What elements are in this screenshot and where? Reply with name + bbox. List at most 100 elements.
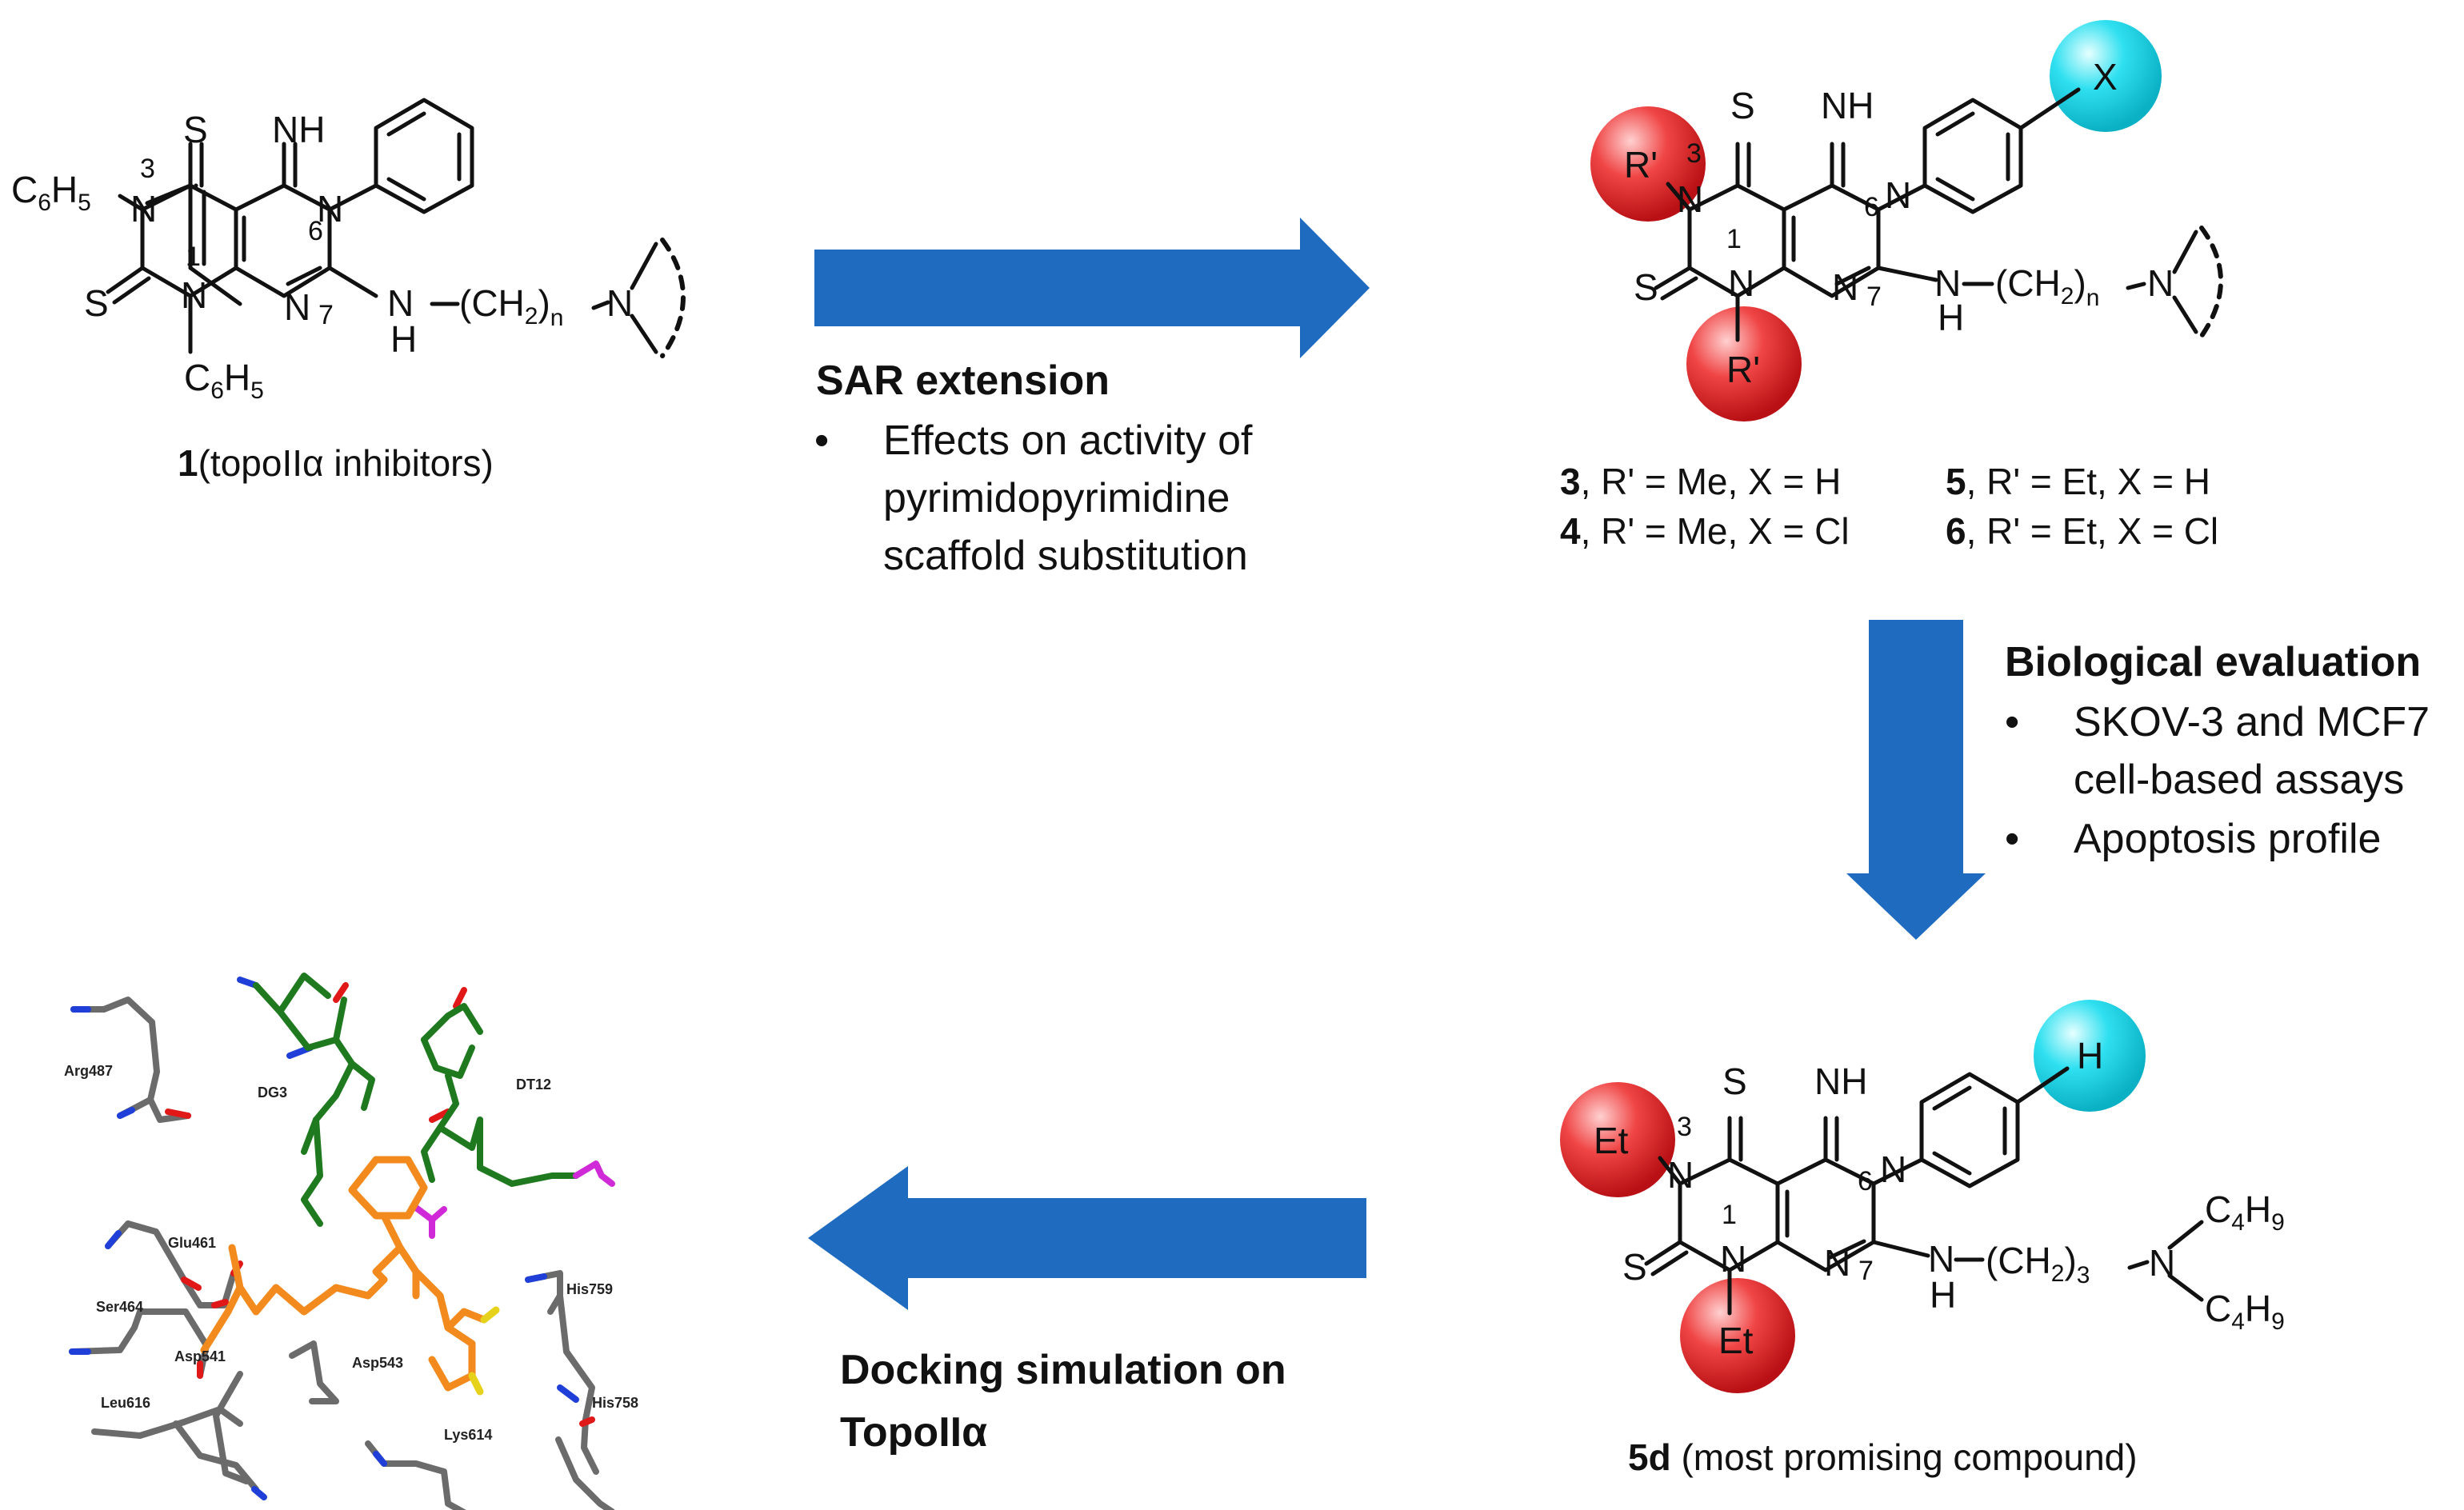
r-sphere-bottom [1686,306,1802,421]
c5d-et-top: Et [1594,1120,1629,1161]
series-atom-labels: R' R' X S NH 3 N 1 N 6 S N N 7 N H (CH2)… [1624,56,2174,390]
label-leu616: Leu616 [101,1395,150,1411]
c5d-et-bottom: Et [1718,1320,1754,1361]
series-chain: (CH2)n [1995,262,2099,311]
c1-n7: N [284,286,310,328]
series-nh-chain-h: H [1938,297,1964,338]
c5d-chain: (CH2)3 [1986,1240,2090,1288]
series-n1: N [1728,262,1754,304]
c1-pos3: 3 [140,154,155,184]
series-pos6: 6 [1864,192,1879,222]
compound-5d-atom-labels: Et Et H S NH 3 N 1 N 6 S N N 7 N H (CH2)… [1594,1035,2285,1478]
label-asp543: Asp543 [352,1355,403,1371]
c5d-pos1: 1 [1722,1200,1737,1230]
label-arg487: Arg487 [64,1063,113,1079]
label-dg3: DG3 [258,1085,287,1101]
sar-bullet: • [814,417,829,464]
c1-nh: NH [272,109,325,150]
label-asp541: Asp541 [174,1348,226,1364]
phosphate-groups [413,1160,615,1239]
dna-strand [253,973,579,1227]
c1-pos6: 6 [308,216,323,246]
c5d-pos6: 6 [1858,1166,1873,1196]
label-dt12: DT12 [516,1077,551,1093]
sulfur-atoms [468,1306,500,1396]
c1-n6: N [317,188,343,230]
series-s-top: S [1730,85,1755,126]
label-lys614: Lys614 [444,1427,492,1443]
sar-line-3: scaffold substitution [883,533,1248,579]
c5d-pos3: 3 [1677,1112,1692,1142]
ligand-5d [200,1156,488,1392]
label-his758: His758 [592,1395,638,1411]
compound-5d-caption: 5d (most promising compound) [1628,1436,2138,1478]
c1-nh-chain-n: N [387,282,414,324]
c5d-nh-chain-n: N [1928,1238,1954,1280]
bio-title: Biological evaluation [2005,639,2421,685]
arrow-down [1846,620,1986,940]
series-n6: N [1885,174,1911,216]
legend-item-6: 6, R' = Et, X = Cl [1946,510,2218,552]
bio-text-block: Biological evaluation • SKOV-3 and MCF7 … [2005,639,2430,862]
c1-amine-n: N [606,282,633,324]
series-pos3: 3 [1686,138,1702,169]
compound-1-structure [106,98,686,358]
c5d-amine-n: N [2149,1242,2175,1284]
bio-item-2: Apoptosis profile [2074,816,2381,862]
c1-n3: N [130,188,157,230]
bio-item-1-line-1: SKOV-3 and MCF7 [2074,699,2430,745]
c5d-c4h9-top: C4H9 [2205,1188,2285,1236]
c5d-nh-chain-h: H [1930,1274,1956,1316]
c1-n1: N [181,274,207,316]
c1-c6h5-top: C6H5 [11,169,91,216]
label-his759: His759 [566,1281,613,1297]
h-sphere [2034,1000,2146,1112]
label-ser464: Ser464 [96,1299,143,1315]
c1-nh-chain-h: H [390,318,417,360]
c5d-h: H [2077,1035,2103,1077]
series-r-top: R' [1624,144,1658,186]
c5d-nh: NH [1814,1061,1867,1102]
c1-s-top: S [183,109,208,150]
label-glu461: Glu461 [168,1235,216,1251]
c5d-n3: N [1667,1154,1694,1196]
arrow-left [808,1166,1366,1310]
bio-item-1-line-2: cell-based assays [2074,757,2404,803]
docking-title-line-1: Docking simulation on [840,1347,1286,1393]
series-s-left: S [1634,266,1658,308]
docking-text-block: Docking simulation on TopoIIα [840,1347,1286,1456]
sar-line-1: Effects on activity of [883,417,1253,464]
series-r-bottom: R' [1726,349,1760,390]
c1-s-left: S [84,282,109,324]
et-sphere-top [1560,1082,1675,1197]
c5d-s-top: S [1722,1061,1747,1102]
compound-1-caption: 1(topoIIα inhibitors) [178,442,494,484]
series-pos7: 7 [1866,282,1882,312]
series-nh: NH [1821,85,1874,126]
c1-pos7: 7 [318,300,334,330]
compound-1-atom-labels: S NH C6H5 N 3 1 N 6 S N N 7 N H (CH2)n N… [11,109,633,484]
c1-pos1: 1 [186,242,201,272]
series-n7: N [1832,266,1858,308]
legend-item-4: 4, R' = Me, X = Cl [1560,510,1850,552]
c5d-n7: N [1824,1242,1850,1284]
legend-item-5: 5, R' = Et, X = H [1946,461,2210,502]
c5d-pos7: 7 [1858,1256,1874,1286]
c5d-c4h9-bottom: C4H9 [2205,1288,2285,1335]
bio-bullet-1: • [2005,699,2019,745]
series-x: X [2093,56,2118,98]
x-sphere [2050,20,2162,132]
series-nh-chain-n: N [1934,262,1961,304]
docking-title-line-2: TopoIIα [840,1409,987,1456]
c1-chain: (CH2)n [459,282,563,331]
c5d-n6: N [1880,1148,1906,1190]
sar-line-2: pyrimidopyrimidine [883,475,1230,521]
series-n3: N [1677,178,1703,220]
c1-c6h5-bottom: C6H5 [184,357,264,404]
compound-5d-structure [1560,1000,2204,1393]
et-sphere-bottom [1680,1278,1795,1393]
legend-item-3: 3, R' = Me, X = H [1560,461,1841,502]
docking-pose: Arg487 DG3 DT12 Glu461 Ser464 Asp541 Asp… [64,973,638,1510]
